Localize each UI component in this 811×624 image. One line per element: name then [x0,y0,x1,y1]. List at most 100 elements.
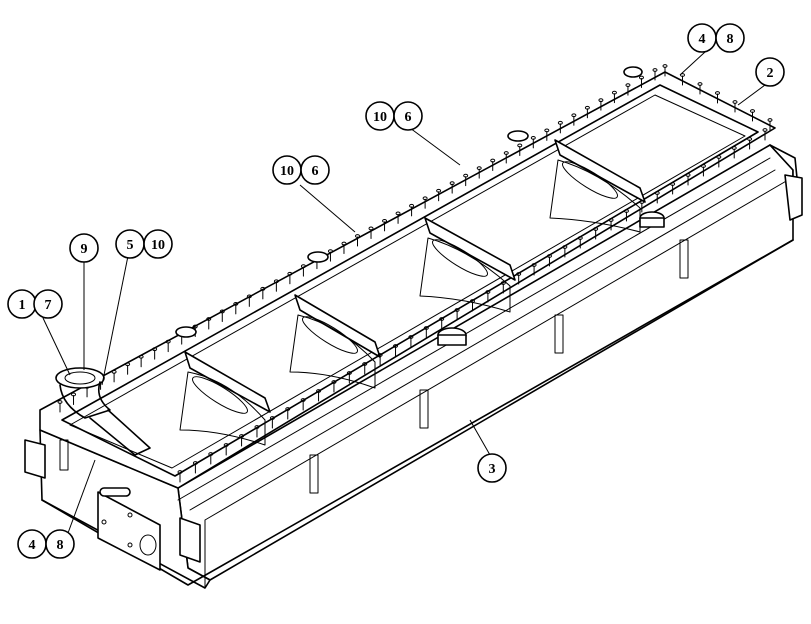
callout-4-bottom-text: 4 [29,538,36,553]
bolt-head [623,209,629,213]
bolt-head [111,369,117,374]
bolt-head [715,91,720,95]
bolt-head [716,155,722,159]
bolt-head [57,400,63,404]
bolt-head [223,443,229,447]
callout-2-text: 2 [767,66,774,81]
bolt-head [544,128,550,133]
bolt-head [571,113,577,118]
wall-slots [59,239,689,494]
bolt-head [530,136,536,140]
bolt-head [463,173,469,178]
bolt-head [260,286,266,291]
leader-lines [42,51,766,534]
bolt-head [439,317,445,321]
bolt-head [516,272,522,276]
bolt-head [517,143,523,148]
bolt-head [611,90,617,95]
bolt-head [454,308,460,312]
bolt-head [285,407,291,411]
bolt-head [341,241,347,246]
callout-8-bottom-text: 8 [57,538,64,553]
callout-8-top-text: 8 [727,32,734,47]
bolt-head [208,452,214,456]
bolt-head [670,182,676,186]
callout-4-top-text: 4 [699,32,706,47]
bolt-head [593,227,599,231]
callout-9: 9 [69,233,99,263]
bolt-head [639,200,645,204]
bolt-head [562,245,568,249]
bolt-head [557,120,563,125]
bolt-head [490,158,496,163]
callout-10-middle: 10 [272,155,302,185]
bolt-head [577,236,583,240]
bolt-head [254,425,260,429]
bolt-head [654,191,660,195]
bolt-head [239,434,245,438]
callout-7: 7 [33,289,63,319]
bolt-head [638,75,644,80]
callout-10-upper: 10 [365,101,395,131]
bolt-head [300,398,306,402]
bolt-head [206,317,212,321]
callout-10-upper-text: 10 [373,110,387,125]
bolt-head [165,339,171,344]
bolt-head [125,362,131,367]
bolt-head [409,203,415,208]
bolt-head [598,98,604,103]
bolt-head [273,279,279,284]
callout-5: 5 [115,229,145,259]
callout-1-text: 1 [19,298,26,313]
bolt-head [300,264,306,269]
bolt-head [377,353,383,357]
bolt-head [346,371,352,375]
bolt-head [503,151,509,155]
callout-1: 1 [7,289,37,319]
callout-6-upper: 6 [393,101,423,131]
callout-2: 2 [755,57,785,87]
bolt-head [331,380,337,384]
bolt-head [731,146,737,150]
callout-6-middle-text: 6 [312,164,319,179]
callout-9-text: 9 [81,242,88,257]
bolt-head [476,166,482,170]
callout-10-upper-left-text: 10 [151,238,165,253]
bolt-head [652,68,658,72]
bolt-head [408,335,414,339]
callout-5-text: 5 [127,238,134,253]
callout-10-middle-text: 10 [280,164,294,179]
bolt-head [71,392,77,397]
callout-3-text: 3 [489,462,496,477]
bolt-head [449,181,455,186]
bolt-head [436,188,442,193]
rim-bolts [57,64,773,483]
bolt-head [362,362,368,366]
callout-4-top: 4 [687,23,717,53]
bolt-head [608,218,614,222]
bolt-head [697,82,703,86]
bolt-head [531,263,537,267]
callout-6-middle: 6 [300,155,330,185]
bolt-head [767,118,773,122]
callout-6-upper-text: 6 [405,110,412,125]
bolt-head [316,389,322,393]
bolt-head [762,128,768,132]
callout-8-top: 8 [715,23,745,53]
callout-3: 3 [477,453,507,483]
bolt-head [747,137,753,141]
bolt-head [246,294,252,299]
bolt-head [219,309,225,314]
callout-8-bottom: 8 [45,529,75,559]
bolt-head [138,354,144,359]
bolt-head [355,234,360,238]
bolt-head [395,211,401,216]
bolt-head [327,249,333,253]
callout-10-upper-left: 10 [143,229,173,259]
bolt-head [233,302,239,306]
bolt-head [470,299,475,303]
bolt-head [500,281,506,285]
fittings [55,66,665,571]
bolt-head [423,326,429,330]
bolt-head [368,226,374,231]
